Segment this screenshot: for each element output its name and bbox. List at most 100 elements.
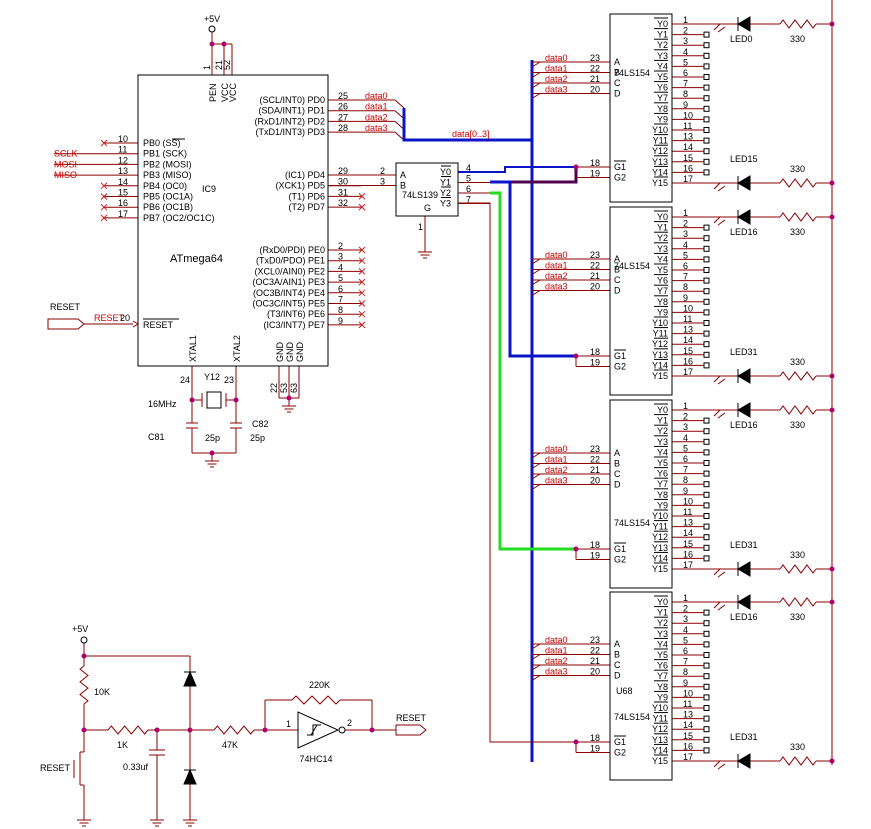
demux-enable-label: G1 [614,162,626,172]
decoder-input-label: A [400,170,406,180]
demux-output-num: 2 [683,412,688,422]
demux-output-num: 13 [683,325,693,335]
output-nc-box [703,683,710,690]
demux-output-label: Y13 [652,157,668,167]
mcu-right-pin-label: (OC3B/INT4) PE4 [253,288,325,298]
output-nc-box [703,298,710,305]
demux-output-label: Y1 [657,416,668,426]
mcu-right-pin-num: 7 [338,295,343,305]
junction [829,21,835,27]
demux-output-num: 3 [683,36,688,46]
demux-output-num: 6 [683,454,688,464]
demux-output-label: Y7 [657,671,668,681]
wire [394,99,405,109]
mcu-name: ATmega64 [170,253,223,265]
demux-output-num: 6 [683,261,688,271]
led-resistor [779,178,817,188]
output-nc-box [703,641,710,648]
demux-name: 74LS154 [614,261,650,271]
mcu-right-pin-num: 29 [338,166,348,176]
output-nc-box [703,288,710,295]
output-nc-box [703,513,710,519]
bus-entry [531,473,541,480]
output-nc-box [703,341,710,348]
demux-output-num: 17 [683,174,693,184]
demux-input-num: 22 [590,646,600,656]
junction [573,164,579,170]
led-symbol [737,753,751,769]
junction [209,450,215,456]
no-connect-mark [358,246,366,254]
demux-output-label: Y2 [657,40,668,50]
mcu-left-pin-label: PB3 (MISO) [143,170,192,180]
demux-output-label: Y4 [657,447,668,457]
demux-ref: U68 [616,686,633,696]
mcu-right-pin-num: 31 [338,187,348,197]
mcu-left-pin-num: 12 [118,155,128,165]
demux-input-net: data0 [545,53,568,63]
demux-output-num: 4 [683,625,688,635]
reset-port [47,318,85,330]
output-nc-box [703,158,710,165]
demux-input-label: C [614,275,621,285]
junction [829,599,835,605]
bus-entry [531,290,541,296]
output-nc-box [703,127,710,133]
demux-output-label: Y11 [653,714,668,724]
demux-output-label: Y0 [657,212,668,222]
output-nc-box [703,705,710,711]
demux-output-num: 11 [683,699,692,709]
demux-output-label: Y9 [657,692,668,702]
led-symbol [737,561,751,577]
bus-entry [531,643,541,650]
led-label: LED16 [730,612,758,622]
no-connect-mark [358,203,366,211]
demux-output-label: Y3 [657,244,668,254]
demux-output-num: 4 [683,240,688,250]
demux-input-label: A [614,57,620,67]
mcu-bottom-pin-num: 63 [289,383,299,393]
decoder-enable-num: 1 [418,222,423,232]
demux-output-num: 2 [683,604,688,614]
demux-body [609,591,673,781]
demux-output-label: Y7 [657,286,668,296]
no-connect-mark [100,193,108,200]
demux-name: 74LS154 [614,712,650,722]
demux-input-label: C [614,78,621,88]
gate-bubble [338,726,346,734]
demux-output-num: 5 [683,250,688,260]
led-symbol [737,368,751,384]
junction [189,397,195,403]
data-net-label: data1 [365,102,388,112]
crystal-freq: 16MHz [148,399,177,409]
led-symbol [737,402,751,418]
demux-enable-num: 18 [590,158,600,168]
demux-output-label: Y6 [657,469,668,479]
demux-output-num: 14 [683,142,693,152]
demux-output-num: 13 [683,132,693,142]
mcu-left-pin-num: 15 [118,188,128,198]
no-connect-mark [358,257,366,265]
mcu-left-pin-label: PB0 (SS) [143,138,181,148]
resistor-value: 330 [790,612,805,622]
mcu-right-pin-label: (T3/INT6) PE6 [267,309,325,319]
mcu-right-pin-label: (IC3/INT7) PE7 [263,320,325,330]
reset-vcc-label: +5V [72,624,88,634]
demux-output-label: Y14 [652,167,668,177]
no-connect-mark [358,268,366,275]
no-connect-mark [358,193,366,200]
mcu-right-pin-num: 30 [338,177,348,187]
output-nc-box [703,320,710,326]
mcu-right-pin-label: (TxD1/INT3) PD3 [255,127,325,137]
data-net-label: data2 [365,112,388,122]
demux-input-num: 23 [590,53,600,63]
output-nc-box [703,491,710,498]
schmitt-symbol [307,724,321,736]
demux-output-num: 3 [683,422,688,432]
mcu-bottom-pin-label: GND [295,342,305,363]
output-nc-box [703,747,710,754]
resistor-value: 330 [790,227,805,237]
bus-entry [531,675,541,681]
output-nc-box [703,715,710,722]
demux-output-label: Y2 [657,618,668,628]
